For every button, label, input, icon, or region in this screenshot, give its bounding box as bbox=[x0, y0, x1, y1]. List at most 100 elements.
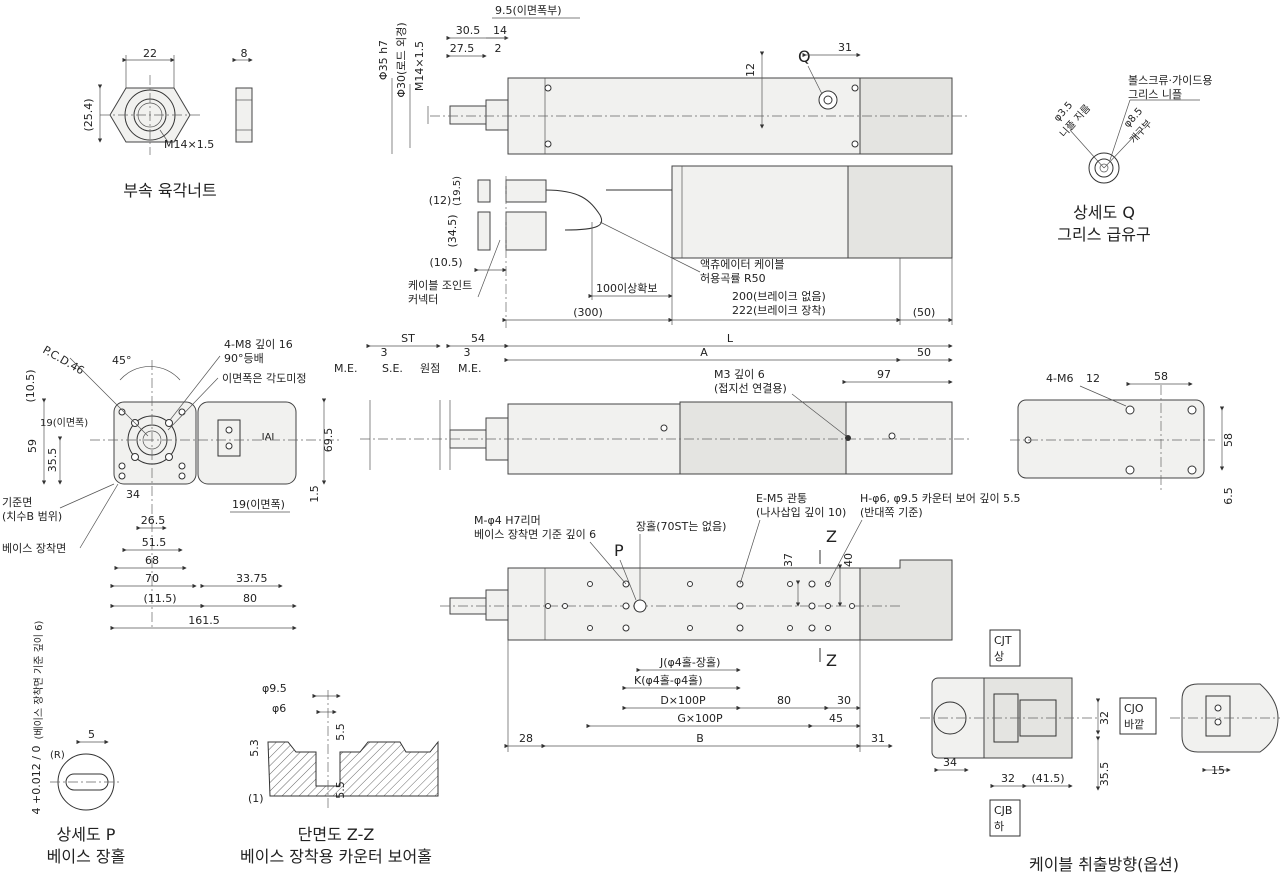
dim-1-z: (1) bbox=[248, 792, 264, 805]
cjt-label: CJT bbox=[994, 634, 1012, 647]
dim-3-a: 3 bbox=[381, 346, 388, 359]
m-phi4-label-2: 베이스 장착면 기준 깊이 6 bbox=[474, 528, 596, 541]
dim-33-75: 33.75 bbox=[236, 572, 268, 585]
dim-37: 37 bbox=[782, 553, 795, 567]
dim-b: B bbox=[696, 732, 704, 745]
dim-6-5: 6.5 bbox=[1222, 487, 1235, 505]
grease-label-1: 볼스크류·가이드용 bbox=[1128, 74, 1212, 87]
flat-note: 이면폭은 각도미정 bbox=[222, 372, 306, 385]
dim-m14: M14×1.5 bbox=[413, 41, 426, 91]
middle-side-view: ST 54 3 3 M.E. S.E. 원점 M.E. L A 50 97 M3… bbox=[334, 332, 970, 475]
angle-45: 45° bbox=[112, 354, 132, 367]
cjt-direction: 상 bbox=[994, 650, 1004, 663]
dim-d-pitch: D×100P bbox=[660, 694, 706, 707]
clearance-label: 100이상확보 bbox=[596, 282, 657, 295]
dim-12-rear: 12 bbox=[1086, 372, 1100, 385]
dim-40: 40 bbox=[842, 553, 855, 567]
dim-32-cable-h: 32 bbox=[1001, 772, 1015, 785]
detail-p-note: (베이스 장착면 기준 깊이 6) bbox=[33, 620, 45, 739]
dim-35-5-front: 35.5 bbox=[46, 448, 59, 473]
dim-19-front-b: 19(이면폭) bbox=[232, 498, 285, 511]
label-q: Q bbox=[798, 47, 811, 66]
dim-30-bottom: 30 bbox=[837, 694, 851, 707]
dim-200: 200(브레이크 없음) bbox=[732, 290, 826, 303]
dim-10-5-front: (10.5) bbox=[24, 369, 37, 402]
detail-p-title: 상세도 P bbox=[57, 825, 116, 844]
m-phi4-label-1: M-φ4 H7리머 bbox=[474, 514, 541, 527]
cable-exit-view: CJT 상 CJO 바깥 CJB 하 32 34 32 (41.5) 35.5 … bbox=[920, 629, 1280, 874]
dim-31-top: 31 bbox=[838, 41, 852, 54]
dim-26-5: 26.5 bbox=[141, 514, 166, 527]
hex-nut-view: 22 (25.4) M14×1.5 8 부속 육각너트 bbox=[82, 47, 253, 200]
dim-g-pitch: G×100P bbox=[677, 712, 723, 725]
h-label-2: (반대쪽 기준) bbox=[860, 506, 923, 519]
dim-l: L bbox=[727, 332, 734, 345]
dim-1-5: 1.5 bbox=[308, 485, 321, 503]
dim-19-front: 19(이면폭) bbox=[40, 417, 88, 429]
detail-p: 4 +0.012 / 0 (베이스 장착면 기준 깊이 6) 5 (R) 상세도… bbox=[30, 620, 125, 866]
pcd-46: P.C.D.46 bbox=[41, 343, 87, 377]
m8-label-2: 90°등배 bbox=[224, 352, 264, 365]
dim-300: (300) bbox=[573, 306, 603, 319]
dim-69-5: 69.5 bbox=[322, 428, 335, 453]
dim-12-conn: (12) bbox=[429, 194, 452, 207]
grease-label-2: 그리스 니플 bbox=[1128, 88, 1182, 101]
cable-exit-title: 케이블 취출방향(옵션) bbox=[1029, 855, 1179, 874]
dim-3-b: 3 bbox=[464, 346, 471, 359]
dim-80-front: 80 bbox=[243, 592, 257, 605]
cjb-label: CJB bbox=[994, 804, 1012, 817]
e-m5-label-2: (나사삽입 깊이 10) bbox=[756, 506, 846, 519]
bottom-view: P M-φ4 H7리머 베이스 장착면 기준 깊이 6 장홀(70ST는 없음)… bbox=[440, 492, 1021, 752]
dim-34-cable: 34 bbox=[943, 756, 957, 769]
me-label-2: M.E. bbox=[458, 362, 481, 375]
dim-50-side: 50 bbox=[917, 346, 931, 359]
dim-5-3: 5.3 bbox=[248, 739, 261, 757]
dim-a: A bbox=[700, 346, 708, 359]
dim-51-5: 51.5 bbox=[142, 536, 167, 549]
h-label-1: H-φ6, φ9.5 카운터 보어 깊이 5.5 bbox=[860, 492, 1021, 505]
section-z-title: 단면도 Z-Z bbox=[298, 825, 375, 844]
m6-label: 4-M6 bbox=[1046, 372, 1073, 385]
dim-14: 14 bbox=[493, 24, 507, 37]
dim-54: 54 bbox=[471, 332, 485, 345]
dim-5-5-a: 5.5 bbox=[334, 723, 347, 741]
detail-q: 볼스크류·가이드용 그리스 니플 φ3.5 니플 지름 φ8.5 개구부 상세도… bbox=[1052, 74, 1212, 244]
dim-70: 70 bbox=[145, 572, 159, 585]
m3-label-1: M3 깊이 6 bbox=[714, 368, 765, 381]
section-z: φ9.5 φ6 5.3 5.5 5.5 (1) 단면도 Z-Z 베이스 장착용 … bbox=[240, 682, 439, 866]
slot-note: 장홀(70ST는 없음) bbox=[636, 520, 726, 533]
dim-161-5: 161.5 bbox=[188, 614, 220, 627]
origin-label: 원점 bbox=[420, 362, 440, 375]
detail-p-subtitle: 베이스 장홀 bbox=[47, 847, 126, 866]
hex-nut-width: 22 bbox=[143, 47, 157, 60]
dim-9-5: 9.5(이면폭부) bbox=[495, 4, 562, 17]
dim-12-top: 12 bbox=[744, 63, 757, 77]
dim-35-5-cable: 35.5 bbox=[1098, 762, 1111, 787]
dim-31-bottom: 31 bbox=[871, 732, 885, 745]
hex-nut-thickness: 8 bbox=[241, 47, 248, 60]
e-m5-label-1: E-M5 관통 bbox=[756, 492, 807, 505]
front-view: IAI P.C.D.46 45° 4-M8 깊이 16 90°등배 이면폭은 각… bbox=[2, 338, 340, 631]
dim-80-bottom: 80 bbox=[777, 694, 791, 707]
cjb-direction: 하 bbox=[994, 819, 1004, 833]
dim-58-rear-v: 58 bbox=[1222, 433, 1235, 447]
dim-222: 222(브레이크 장착) bbox=[732, 304, 826, 317]
cjo-direction: 바깥 bbox=[1124, 718, 1144, 731]
section-z-subtitle: 베이스 장착용 카운터 보어홀 bbox=[240, 847, 432, 866]
dim-41-5: (41.5) bbox=[1031, 772, 1064, 785]
dim-5-5-b: 5.5 bbox=[334, 781, 347, 799]
dim-58-rear-h: 58 bbox=[1154, 370, 1168, 383]
dim-97: 97 bbox=[877, 368, 891, 381]
dim-11-5: (11.5) bbox=[143, 592, 176, 605]
cable-joint-label-2: 커넥터 bbox=[408, 293, 438, 306]
iai-logo: IAI bbox=[262, 432, 275, 443]
dim-27-5: 27.5 bbox=[450, 42, 475, 55]
dim-15: 15 bbox=[1211, 764, 1225, 777]
hex-nut-height: (25.4) bbox=[82, 98, 95, 131]
dim-45: 45 bbox=[829, 712, 843, 725]
motor-connector-view: (12) (19.5) (34.5) (10.5) 케이블 조인트 커넥터 10… bbox=[408, 165, 953, 328]
dim-32-cable-v: 32 bbox=[1098, 711, 1111, 725]
cjo-label: CJO bbox=[1124, 702, 1144, 715]
dim-28: 28 bbox=[519, 732, 533, 745]
dim-phi35: Φ35 h7 bbox=[377, 40, 390, 80]
